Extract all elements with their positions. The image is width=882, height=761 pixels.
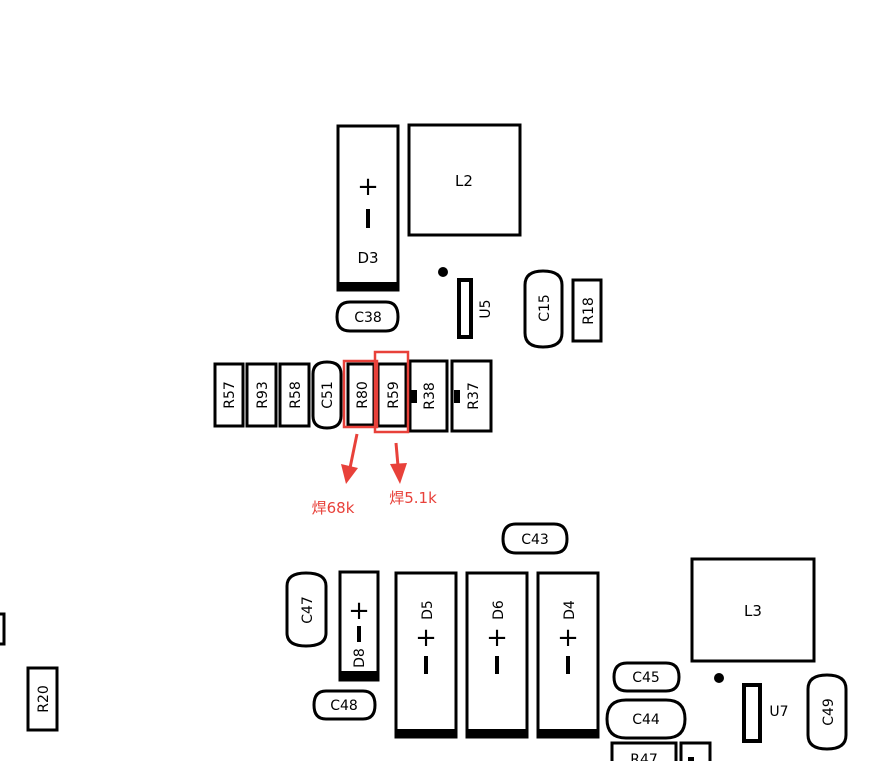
- d5-plus: +: [415, 623, 437, 653]
- capacitor-c49: C49: [806, 673, 848, 751]
- d8-plus: +: [348, 596, 370, 626]
- capacitor-c51: C51: [311, 360, 343, 430]
- annotation-r59: 焊5.1k: [373, 350, 437, 507]
- diode-d4: D4 +: [536, 571, 600, 739]
- resistor-r47: R47: [610, 741, 678, 761]
- l3-label: L3: [744, 602, 762, 620]
- inductor-l2: L2: [407, 123, 522, 237]
- l2-label: L2: [455, 172, 473, 190]
- d4-plus: +: [557, 623, 579, 653]
- c45-label: C45: [632, 670, 660, 686]
- capacitor-c38: C38: [335, 300, 400, 333]
- r58-label: R58: [288, 381, 304, 409]
- chip-u5: U5: [438, 267, 494, 339]
- resistor-r59: R59: [376, 362, 408, 428]
- c51-label: C51: [320, 381, 336, 409]
- resistor-r57: R57: [213, 362, 245, 428]
- resistor-r58: R58: [278, 362, 311, 428]
- u5-pin1-dot: [438, 267, 448, 277]
- d6-plus: +: [486, 623, 508, 653]
- diode-d3: + D3: [336, 124, 400, 292]
- c38-label: C38: [354, 310, 382, 326]
- component-partial-left: [0, 612, 6, 646]
- c44-label: C44: [632, 712, 660, 728]
- diode-d6: D6 +: [465, 571, 529, 739]
- c43-label: C43: [521, 532, 549, 548]
- diode-d8: + D8: [338, 570, 380, 682]
- inductor-l3: L3: [690, 557, 816, 663]
- resistor-r93: R93: [245, 362, 278, 428]
- annotation-r80: 焊68k: [312, 359, 379, 517]
- u7-label: U7: [769, 704, 788, 720]
- r47-label: R47: [630, 752, 658, 761]
- d3-minus-mark: [366, 209, 370, 228]
- r37-label: R37: [466, 382, 482, 410]
- d6-label: D6: [491, 600, 507, 620]
- resistor-r18: R18: [571, 278, 603, 343]
- r57-label: R57: [222, 381, 238, 409]
- d5-label: D5: [420, 600, 436, 620]
- component-partial-bottom: [679, 741, 712, 761]
- d3-label: D3: [357, 249, 378, 267]
- capacitor-c47: C47: [285, 571, 328, 648]
- r80-label: R80: [355, 381, 371, 409]
- c15-label: C15: [537, 294, 553, 322]
- d4-label: D4: [562, 600, 578, 620]
- r59-note: 焊5.1k: [389, 489, 437, 507]
- u7-pin1-dot: [714, 673, 724, 683]
- capacitor-c48: C48: [312, 689, 377, 721]
- capacitor-c43: C43: [501, 522, 569, 555]
- r38-label: R38: [422, 382, 438, 410]
- d8-label: D8: [352, 648, 368, 668]
- r20-label: R20: [36, 685, 52, 713]
- capacitor-c45: C45: [612, 661, 681, 693]
- r18-label: R18: [581, 297, 597, 325]
- c49-label: C49: [821, 698, 837, 726]
- c48-label: C48: [330, 698, 358, 714]
- resistor-r37: R37: [450, 359, 493, 433]
- c47-label: C47: [300, 596, 316, 624]
- capacitor-c44: C44: [605, 698, 687, 740]
- u5-label: U5: [478, 299, 494, 318]
- r93-label: R93: [255, 381, 271, 409]
- d3-plus: +: [357, 172, 379, 202]
- capacitor-c15: C15: [523, 269, 564, 349]
- resistor-r38: R38: [408, 359, 449, 433]
- diode-d5: D5 +: [394, 571, 458, 739]
- resistor-r80: R80: [346, 362, 376, 427]
- chip-u7: U7: [714, 673, 789, 743]
- r59-label: R59: [386, 381, 402, 409]
- r80-note: 焊68k: [312, 499, 355, 517]
- resistor-r20: R20: [26, 666, 59, 732]
